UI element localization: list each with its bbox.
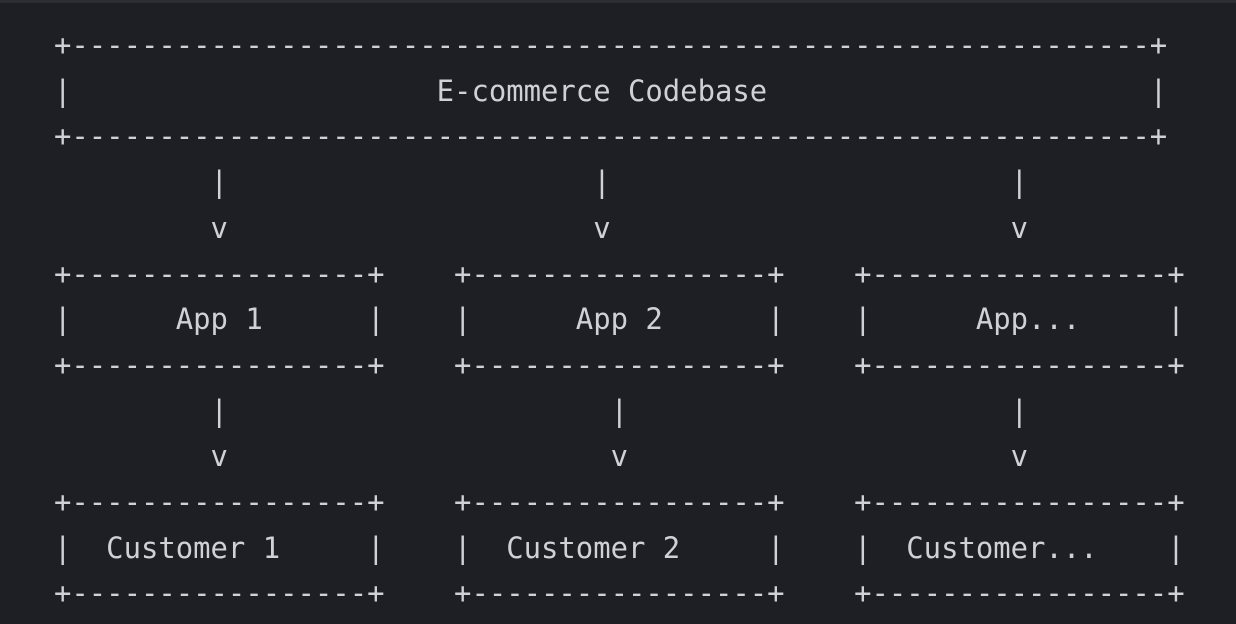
customer-boxes-bottom-border: +-----------------+ +-----------------+ …	[54, 576, 1185, 611]
ascii-architecture-diagram: +---------------------------------------…	[54, 22, 1204, 622]
customer-boxes-top-border: +-----------------+ +-----------------+ …	[54, 485, 1185, 519]
app-boxes-top-border: +-----------------+ +-----------------+ …	[54, 256, 1185, 291]
app-boxes-bottom-border: +-----------------+ +-----------------+ …	[54, 347, 1185, 382]
arrowheads-to-customers: v v v	[54, 439, 1029, 474]
codebase-box-top-border: +---------------------------------------…	[54, 28, 1168, 62]
codebase-box-label-row: | E-commerce Codebase |	[54, 73, 1168, 108]
app-boxes-label-row: | App 1 | | App 2 | | App... |	[54, 302, 1185, 337]
customer-boxes-label-row: | Customer 1 | | Customer 2 | | Customer…	[54, 530, 1185, 565]
arrowheads-to-apps: v v v	[54, 210, 1029, 245]
window-top-border	[0, 0, 1236, 3]
connector-stems-to-apps: | | |	[54, 165, 1029, 200]
codebase-box-bottom-border: +---------------------------------------…	[54, 119, 1168, 154]
connector-stems-to-customers: | | |	[54, 393, 1029, 428]
